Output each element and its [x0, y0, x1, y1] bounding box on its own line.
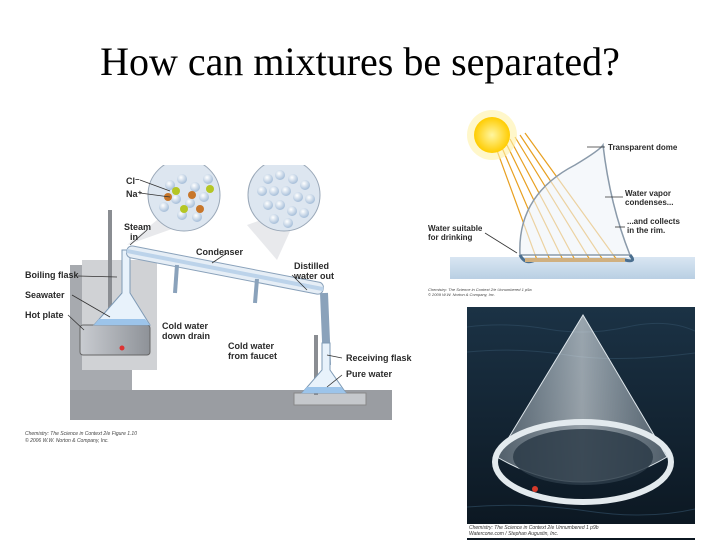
distillation-caption-1: Chemistry: The Science in Context 2/e Fi… — [25, 431, 137, 437]
label-receiving-flask: Receiving flask — [346, 353, 413, 363]
label-steam-in-1: Steam — [124, 222, 151, 232]
watercone-photo: Chemistry: The Science in Context 2/e Un… — [467, 307, 695, 540]
label-water-suitable-2: for drinking — [428, 233, 473, 242]
label-boiling-flask: Boiling flask — [25, 270, 80, 280]
water-basin — [525, 258, 625, 262]
label-cold-faucet-1: Cold water — [228, 341, 275, 351]
cone-rim — [492, 419, 674, 505]
condenser — [126, 245, 324, 295]
label-cold-faucet-2: from faucet — [228, 351, 277, 361]
faucet-hose — [253, 278, 259, 304]
photo-caption: Chemistry: The Science in Context 2/e Un… — [467, 524, 695, 538]
cone-inner-water — [513, 429, 653, 485]
label-vapor-2: condenses... — [625, 198, 673, 207]
label-vapor-1: Water vapor — [625, 189, 671, 198]
label-cold-drain-2: down drain — [162, 331, 210, 341]
distillation-caption-2: © 2006 W.W. Norton & Company, Inc. — [25, 437, 109, 444]
photo-caption-1: Chemistry: The Science in Context 2/e Un… — [469, 525, 599, 531]
sun-icon — [467, 110, 517, 160]
distillation-diagram: Cl⁻ Na⁺ Steam in Boiling flask Seawater … — [22, 165, 422, 450]
label-water-suitable-1: Water suitable — [428, 224, 483, 233]
label-collects-2: in the rim. — [627, 226, 665, 235]
stand-rod — [108, 210, 112, 330]
hot-plate — [79, 324, 151, 356]
solar-still-svg: Transparent dome Water vapor condenses..… — [428, 110, 695, 297]
receiving-flask — [300, 342, 347, 394]
label-hot-plate: Hot plate — [25, 310, 64, 320]
label-distilled-1: Distilled — [294, 261, 329, 271]
sea-surface — [450, 257, 695, 279]
seawater-molecules — [147, 165, 221, 232]
dome — [519, 142, 632, 256]
label-cold-drain-1: Cold water — [162, 321, 209, 331]
label-steam-in-2: in — [130, 232, 138, 242]
distillation-svg: Cl⁻ Na⁺ Steam in Boiling flask Seawater … — [25, 165, 413, 444]
receiving-stand — [293, 392, 367, 406]
hot-plate-knob — [119, 345, 125, 351]
label-seawater: Seawater — [25, 290, 65, 300]
label-condenser: Condenser — [196, 247, 244, 257]
molecule-bubbles-right — [257, 170, 315, 228]
label-collects-1: ...and collects — [627, 217, 680, 226]
label-cl: Cl⁻ — [126, 176, 140, 186]
leader-lines — [67, 179, 343, 388]
slide-title: How can mixtures be separated? — [100, 39, 620, 84]
receiving-rod — [314, 335, 318, 395]
label-transparent-dome: Transparent dome — [608, 143, 678, 152]
seawater-fill — [94, 319, 150, 325]
rim-cap — [532, 486, 538, 492]
label-pure-water: Pure water — [346, 369, 393, 379]
drain-hose — [173, 264, 179, 294]
ions — [164, 185, 214, 213]
label-distilled-2: water out — [293, 271, 334, 281]
solar-caption-1: Chemistry: The Science in Context 2/e Un… — [428, 287, 532, 292]
pure-water-fill — [302, 387, 346, 393]
label-na: Na⁺ — [126, 189, 143, 199]
molecule-bubbles-left — [159, 174, 213, 222]
solar-leader-lines — [484, 146, 625, 254]
watercone-photo-svg — [467, 307, 695, 540]
solar-caption-2: © 2009 W.W. Norton & Company, Inc. — [428, 292, 495, 297]
solar-still-diagram: Transparent dome Water vapor condenses..… — [425, 105, 695, 300]
photo-caption-2: Watercone.com / Stephan Augustin, Inc. — [469, 531, 559, 537]
